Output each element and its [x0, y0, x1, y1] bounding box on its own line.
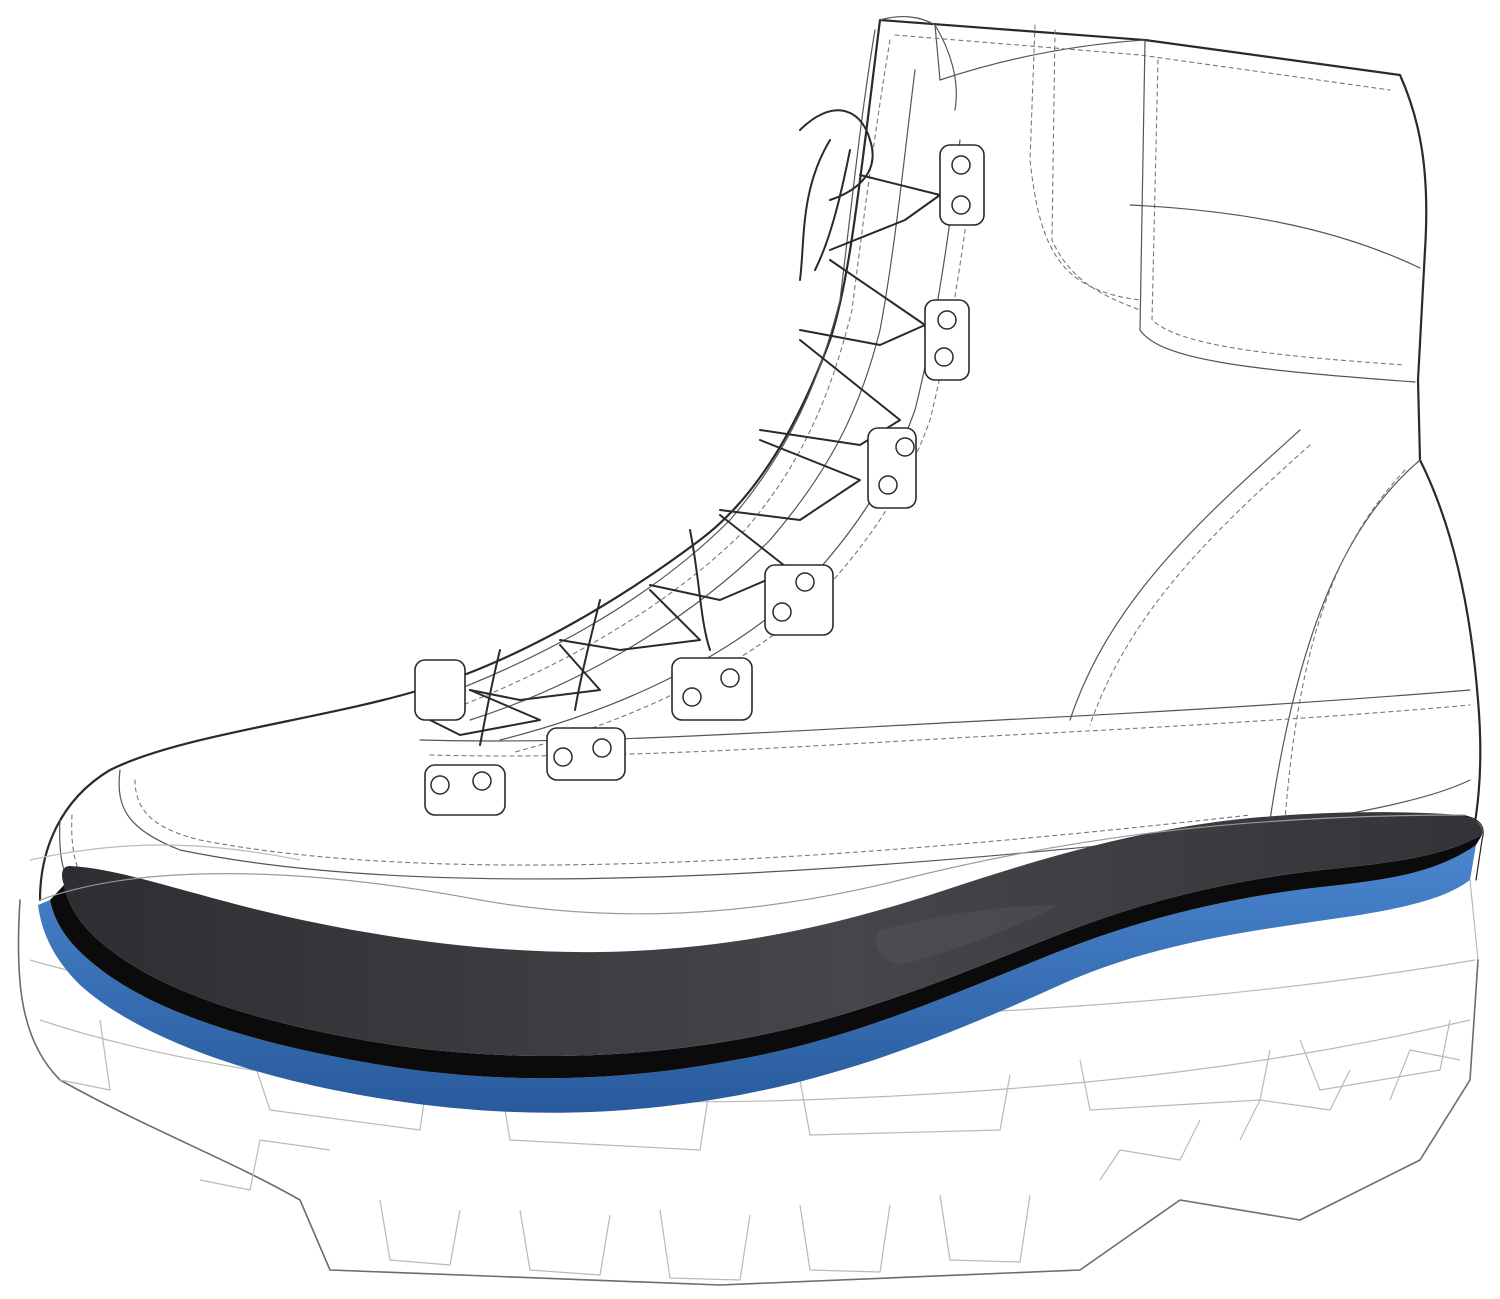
speed-hook [414, 659, 466, 721]
eyelet-plate [424, 764, 506, 816]
eyelet-plate [546, 727, 626, 781]
eyelet-plate [924, 299, 970, 381]
eyelet-plate [764, 564, 834, 636]
midsole-edge [29, 814, 1466, 915]
boot-upper [38, 15, 1482, 902]
insole-top-surface [62, 812, 1483, 1057]
insole [38, 812, 1484, 1113]
boot-eyelets [414, 144, 985, 816]
insole-blue-base [38, 845, 1476, 1113]
insole-highlight [876, 905, 1060, 965]
eyelet-plate [867, 427, 917, 509]
boot-laces [429, 109, 941, 746]
eyelet-plate [939, 144, 985, 226]
eyelet-plate [671, 657, 753, 721]
